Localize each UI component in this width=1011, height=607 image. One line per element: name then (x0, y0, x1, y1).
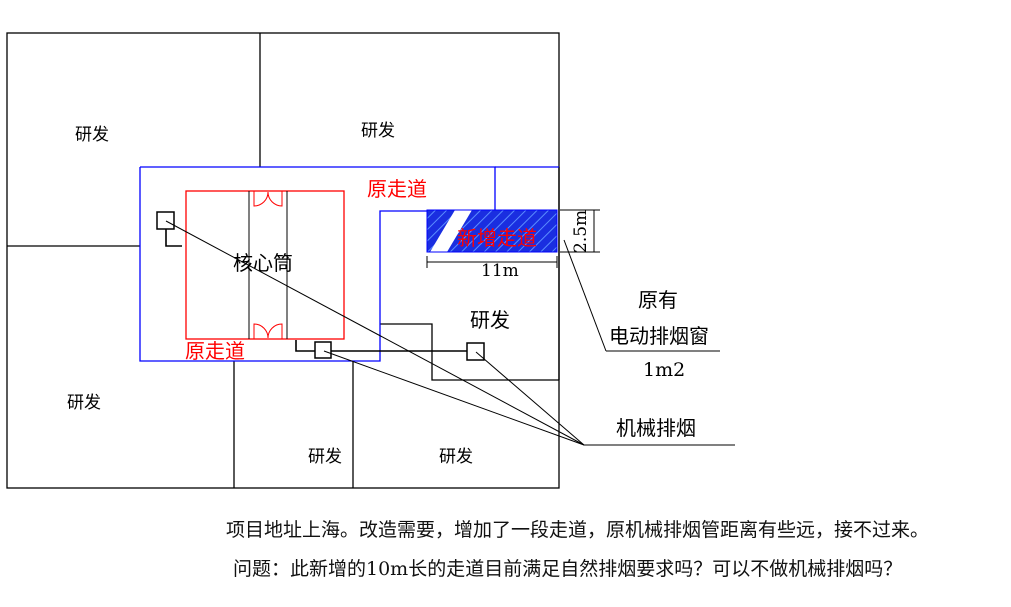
smoke-window-leader (563, 239, 720, 352)
door-swing-bottom (253, 323, 283, 339)
smoke-window-label-line2: 电动排烟窗 (609, 324, 709, 348)
dimension-width (426, 256, 558, 268)
mechanical-smoke-label: 机械排烟 (616, 416, 696, 440)
original-corridor-label-top: 原走道 (367, 177, 427, 201)
caption-line-2: 问题：此新增的10m长的走道目前满足自然排烟要求吗？可以不做机械排烟吗？ (233, 558, 903, 580)
smoke-vent-3 (466, 342, 485, 361)
floor-plan: 研发 研发 研发 研发 研发 研发 核心筒 原走道 原走道 新增走道 11m 2… (6, 32, 735, 489)
core-label: 核心筒 (233, 251, 293, 275)
new-corridor-outline (426, 209, 558, 253)
original-corridor-label-left: 原走道 (185, 339, 245, 363)
smoke-vent-2 (314, 341, 332, 359)
dimension-width-label: 11m (481, 261, 519, 281)
room-label-top-left: 研发 (75, 125, 109, 145)
room-label-bottom-right: 研发 (439, 447, 473, 467)
dimension-height-label: 2.5m (571, 210, 591, 253)
smoke-window-area-label: 1m2 (643, 359, 685, 381)
room-label-bottom-left: 研发 (67, 393, 101, 413)
dimension-height (560, 209, 600, 253)
door-swing-top (253, 191, 283, 207)
new-corridor-label: 新增走道 (457, 226, 537, 250)
smoke-vent-1 (156, 211, 175, 230)
room-label-right-mid: 研发 (470, 308, 510, 332)
new-corridor-white-band (430, 210, 472, 252)
core-outline (185, 190, 345, 340)
original-corridor-outline (139, 166, 496, 362)
caption-line-1: 项目地址上海。改造需要，增加了一段走道，原机械排烟管距离有些远，接不过来。 (226, 519, 930, 541)
smoke-duct (165, 224, 476, 352)
smoke-window-label-line1: 原有 (638, 288, 678, 312)
interior-walls (7, 33, 560, 488)
room-label-top-right: 研发 (361, 121, 395, 141)
room-label-bottom-mid: 研发 (308, 447, 342, 467)
mechanical-smoke-leaders (165, 220, 735, 446)
